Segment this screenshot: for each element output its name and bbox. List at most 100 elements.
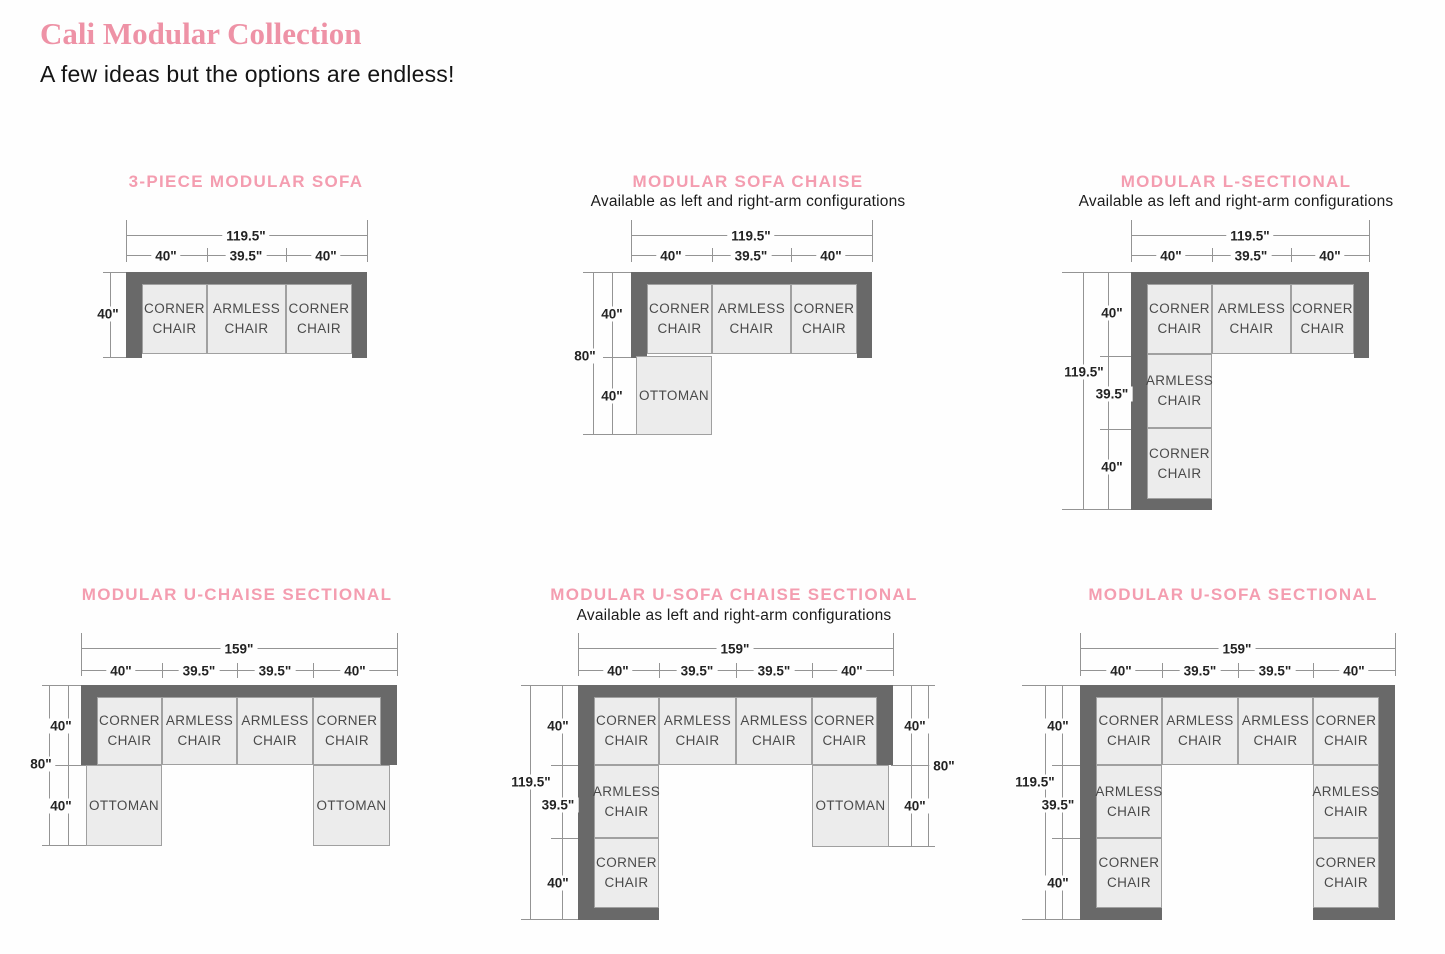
extension-line [1062,509,1137,510]
module-armless-chair: ARMLESS CHAIR [1238,697,1313,765]
extension-line [583,272,631,273]
diagram-subtitle: Available as left and right-arm configur… [576,607,892,624]
dim-tick [1100,356,1133,357]
extension-line [103,357,126,358]
dim-segment: 39.5" [1230,248,1272,264]
module-armless-chair: ARMLESS CHAIR [237,697,313,765]
sofa-arm-left [81,685,97,765]
module-armless-chair: ARMLESS CHAIR [162,697,237,765]
extension-line [1022,685,1080,686]
dim-total-width: 159" [1218,641,1256,657]
dim-depth-segment: 40" [900,718,930,734]
dim-tick [1238,663,1239,678]
module-corner-chair: CORNER CHAIR [1096,697,1162,765]
diagram-title: MODULAR U-SOFA SECTIONAL [1088,585,1378,604]
sofa-arm-right [877,685,893,765]
sofa-arm-right [352,272,367,358]
sofa-arm-right [1354,272,1369,358]
extension-line [893,633,894,676]
module-corner-chair: CORNER CHAIR [1096,838,1162,908]
page-title: Cali Modular Collection [40,16,362,51]
module-armless-chair: ARMLESS CHAIR [1095,765,1162,838]
sofa-arm-bottom [1313,908,1395,920]
dim-segment: 39.5" [178,663,220,679]
diagram-title: MODULAR L-SECTIONAL [1120,172,1352,191]
sofa-wall-left [1131,272,1147,510]
sofa-arm-right [381,685,397,765]
dim-line [81,670,397,671]
dim-line [928,685,929,847]
module-corner-chair: CORNER CHAIR [1147,284,1212,354]
dim-segment: 39.5" [730,248,772,264]
dim-segment: 40" [603,663,633,679]
module-corner-chair: CORNER CHAIR [97,697,162,765]
module-corner-chair: CORNER CHAIR [142,284,207,354]
dim-tick [551,838,594,839]
dim-segment: 40" [837,663,867,679]
sofa-wall-right [1379,685,1395,920]
dim-total-width: 119.5" [1226,228,1274,244]
dim-segment: 40" [151,248,181,264]
dim-depth-segment: 40" [1043,875,1073,891]
dim-line [911,685,912,847]
dim-tick [736,663,737,678]
dim-line [1083,272,1084,510]
extension-line [893,685,935,686]
dim-tick [1291,248,1292,262]
sofa-back [578,685,893,697]
dim-segment: 40" [311,248,341,264]
extension-line [42,845,86,846]
dim-line [1080,670,1395,671]
dim-line [612,272,613,435]
dim-tick [1313,663,1314,678]
dim-depth-segment: 40" [543,718,573,734]
dim-depth-segment: 40" [46,718,76,734]
sofa-arm-bottom [1131,499,1212,510]
module-armless-chair: ARMLESS CHAIR [207,284,286,354]
diagram-subtitle: Available as left and right-arm configur… [1078,193,1394,210]
extension-line [103,272,126,273]
dim-depth-segment: 40" [1097,305,1127,321]
extension-line [1022,919,1090,920]
dim-tick [1162,663,1163,678]
sofa-back [1080,685,1395,697]
sofa-back [631,272,872,284]
extension-line [1062,272,1131,273]
module-corner-chair: CORNER CHAIR [1147,428,1212,499]
dim-tick [1052,765,1086,766]
dim-tick [891,765,933,766]
module-corner-chair: CORNER CHAIR [1313,697,1379,765]
dim-tick [659,663,660,678]
extension-line [42,685,81,686]
dim-depth-segment: 40" [597,306,627,322]
dim-tick [207,248,208,262]
extension-line [1131,220,1132,262]
module-armless-chair: ARMLESS CHAIR [712,284,791,354]
dim-depth-total: 119.5" [1060,364,1108,380]
extension-line [521,685,578,686]
dim-depth-total: 80" [929,758,959,774]
dim-total-width: 119.5" [222,228,270,244]
dim-tick [313,663,314,678]
module-ottoman: OTTOMAN [86,765,162,846]
dim-depth-segment: 40" [543,875,573,891]
dim-segment: 40" [656,248,686,264]
dim-tick [791,248,792,262]
diagram-title: MODULAR U-CHAISE SECTIONAL [81,585,393,604]
dim-tick [162,663,163,678]
dim-segment: 39.5" [225,248,267,264]
dim-segment: 39.5" [1254,663,1296,679]
extension-line [367,220,368,262]
dim-segment: 40" [1315,248,1345,264]
dim-tick [1212,248,1213,262]
dim-depth-segment: 39.5" [537,797,579,813]
extension-line [872,220,873,262]
module-corner-chair: CORNER CHAIR [791,284,857,354]
dim-total-width: 159" [220,641,258,657]
diagram-title: MODULAR U-SOFA CHAISE SECTIONAL [550,585,918,604]
module-armless-chair: ARMLESS CHAIR [736,697,812,765]
sofa-arm-left [631,272,647,358]
dim-segment: 39.5" [753,663,795,679]
sofa-arm-right [857,272,872,358]
